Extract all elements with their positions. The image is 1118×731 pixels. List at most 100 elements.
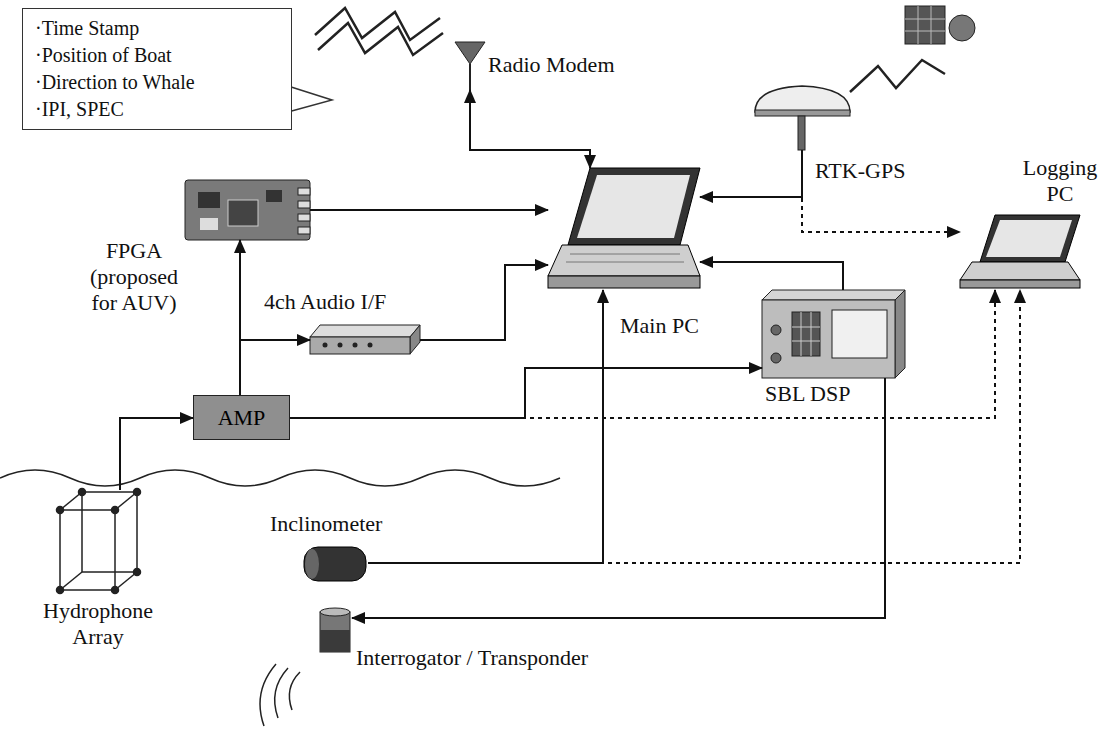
fpga-board	[228, 200, 258, 226]
main-laptop	[577, 175, 690, 238]
signal-connector	[290, 368, 762, 418]
component-label: Interrogator / Transponder	[356, 645, 588, 671]
transponder-unit	[320, 608, 350, 616]
hydrophone-array: Hydrophone Array	[60, 490, 137, 595]
amplifier-box: AMP	[193, 395, 290, 440]
logging-laptop	[980, 215, 1080, 262]
component-label: RTK-GPS	[815, 158, 905, 184]
satellite	[905, 19, 945, 20]
fpga-board	[298, 201, 310, 208]
component-label: 4ch Audio I/F	[264, 289, 386, 315]
hydrophone-cube	[115, 572, 137, 590]
box-text: ·Time Stamp	[35, 15, 279, 42]
callout-pointer	[288, 86, 332, 112]
sbl-dsp-unit	[792, 312, 820, 356]
sound-waves	[260, 664, 276, 726]
audio-interface: 4ch Audio I/F	[310, 325, 420, 355]
interrogator-transponder: Interrogator / Transponder	[318, 605, 352, 655]
rtk-gps: RTK-GPS	[755, 85, 850, 150]
satellite	[918, 6, 919, 44]
sbl-dsp-unit	[762, 290, 905, 378]
hydrophone-cube	[115, 492, 137, 510]
sbl-dsp-unit	[771, 353, 781, 363]
water-surface	[0, 470, 560, 486]
component-label: Main PC	[620, 313, 699, 339]
inclinometer-sensor	[305, 549, 319, 579]
sbl-dsp-unit	[792, 327, 820, 328]
main-laptop	[566, 262, 684, 263]
hydrophone-cube	[57, 587, 64, 594]
component-label: Logging PC	[1015, 155, 1105, 207]
fpga-board	[198, 192, 220, 208]
audio-interface	[368, 343, 373, 348]
sbl-dsp-unit	[801, 312, 802, 356]
hydrophone-cube	[82, 492, 137, 572]
sbl-dsp: SBL DSP	[762, 290, 905, 378]
radio-waves	[318, 23, 443, 55]
fpga-board	[298, 188, 310, 195]
hydrophone-cube	[57, 489, 141, 594]
component-label: SBL DSP	[765, 381, 850, 407]
audio-interface	[338, 343, 343, 348]
signal-connector	[368, 290, 603, 563]
logging-connector	[368, 290, 1020, 563]
logging-laptop	[960, 280, 1080, 288]
sbl-dsp-unit	[762, 300, 895, 378]
hydrophone-cube	[60, 572, 82, 590]
fpga-board	[298, 227, 310, 234]
inclinometer-sensor	[304, 547, 366, 581]
audio-interface	[310, 337, 410, 354]
sound-waves	[275, 668, 288, 718]
component-label: Radio Modem	[488, 52, 615, 78]
transponder-unit	[320, 608, 350, 652]
inclinometer-sensor	[304, 547, 366, 581]
component-label: Hydrophone Array	[33, 598, 163, 650]
sbl-dsp-unit	[792, 341, 820, 342]
gps-signal	[850, 60, 945, 92]
main-laptop	[570, 254, 680, 255]
satellite	[905, 6, 975, 44]
main-laptop	[548, 168, 700, 288]
hydrophone-cube	[112, 587, 119, 594]
audio-interface	[310, 325, 420, 354]
audio-interface	[410, 325, 420, 354]
gps-antenna	[755, 86, 850, 112]
callout-pointer	[288, 86, 332, 112]
transponder-unit	[320, 612, 350, 652]
water-surface	[0, 470, 560, 486]
fpga-board	[298, 214, 310, 221]
main-laptop	[548, 245, 700, 276]
signal-connector	[700, 150, 802, 197]
satellite	[905, 31, 945, 32]
radio-waves	[315, 8, 443, 55]
satellite	[949, 15, 975, 41]
box-text: AMP	[218, 405, 266, 431]
logging-laptop	[960, 262, 1080, 280]
hydrophone-cube	[60, 510, 115, 590]
fpga-board	[185, 180, 310, 240]
radio-antenna	[455, 42, 485, 90]
logging-pc: Logging PC	[960, 215, 1080, 290]
radio-antenna	[469, 64, 471, 90]
box-text: ·IPI, SPEC	[35, 96, 279, 123]
sbl-dsp-unit	[762, 290, 905, 300]
hydrophone-cube	[134, 489, 141, 496]
inclinometer: Inclinometer	[300, 545, 368, 582]
signal-connector	[470, 90, 590, 168]
hydrophone-cube	[79, 489, 86, 496]
signal-connector	[120, 418, 193, 490]
gps-antenna	[798, 116, 805, 150]
box-text: ·Position of Boat	[35, 42, 279, 69]
sbl-dsp-unit	[771, 325, 781, 335]
main-pc: Main PC	[548, 168, 700, 290]
audio-interface	[323, 343, 328, 348]
box-text: ·Direction to Whale	[35, 69, 279, 96]
signal-connector	[310, 209, 548, 211]
satellite	[931, 6, 932, 44]
gps-antenna	[755, 86, 850, 150]
logging-laptop	[960, 215, 1080, 288]
audio-interface	[353, 343, 358, 348]
gps-signal	[850, 60, 945, 92]
